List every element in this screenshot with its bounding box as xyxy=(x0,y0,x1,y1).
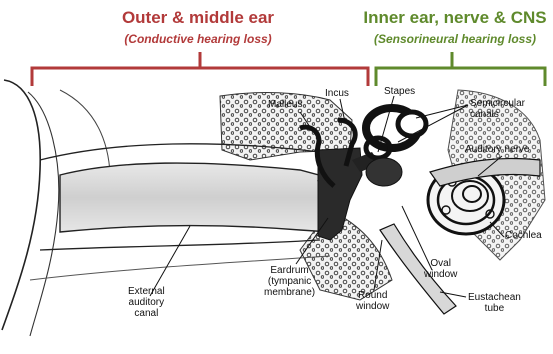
label-external-line1: External xyxy=(128,286,165,297)
label-eustachean-line1: Eustachean xyxy=(468,292,521,303)
label-eardrum-line2: (tympanic xyxy=(268,276,311,287)
inner-heading-title: Inner ear, nerve & CNS xyxy=(357,8,553,28)
label-oval-line1: Oval xyxy=(430,258,451,269)
label-oval-line2: window xyxy=(424,269,457,280)
outer-heading-title: Outer & middle ear xyxy=(100,8,296,28)
label-auditory-nerve: Auditory nerve xyxy=(465,144,529,155)
label-round-line1: Round xyxy=(358,290,387,301)
label-incus: Incus xyxy=(325,88,349,99)
inner-heading-subtitle: (Sensorineural hearing loss) xyxy=(357,32,553,46)
inner-ear-heading: Inner ear, nerve & CNS (Sensorineural he… xyxy=(357,8,553,46)
label-eardrum-line1: Eardrum xyxy=(270,265,308,276)
outer-middle-ear-heading: Outer & middle ear (Conductive hearing l… xyxy=(100,8,296,46)
outer-bracket xyxy=(32,52,368,86)
label-external-canal: External auditory canal xyxy=(128,286,165,319)
label-round-window: Round window xyxy=(356,290,389,312)
outer-heading-subtitle: (Conductive hearing loss) xyxy=(100,32,296,46)
ear-canal xyxy=(60,163,330,232)
label-semicircular-canals: Semicircular canals xyxy=(470,98,525,120)
label-cochlea: Cochlea xyxy=(505,230,542,241)
pinna-shape xyxy=(2,80,40,330)
label-eustachean-line2: tube xyxy=(485,303,504,314)
label-external-line2: auditory xyxy=(129,297,165,308)
label-eardrum-line3: membrane) xyxy=(264,287,315,298)
label-round-line2: window xyxy=(356,301,389,312)
label-oval-window: Oval window xyxy=(424,258,457,280)
label-stapes: Stapes xyxy=(384,86,415,97)
inner-bracket xyxy=(376,52,545,86)
label-external-line3: canal xyxy=(134,308,158,319)
label-semicircular-line1: Semicircular xyxy=(470,98,525,109)
semicircular-canals-shape xyxy=(366,108,426,158)
label-malleus: Malleus xyxy=(268,99,302,110)
label-eustachean-tube: Eustachean tube xyxy=(468,292,521,314)
label-eardrum: Eardrum (tympanic membrane) xyxy=(264,265,315,298)
label-semicircular-line2: canals xyxy=(470,109,499,120)
